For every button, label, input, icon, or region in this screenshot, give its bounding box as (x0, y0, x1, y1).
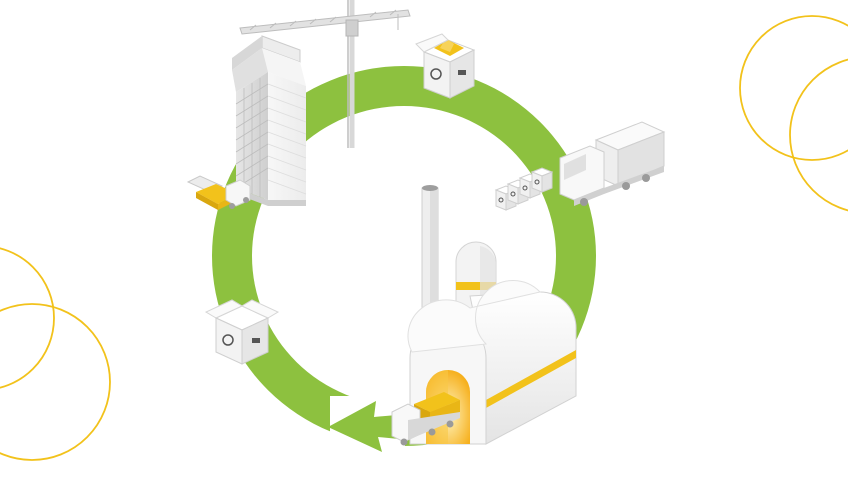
cycle-arrow (212, 66, 596, 452)
recycling-box-icon (204, 299, 280, 365)
tower-window-grid (235, 78, 307, 197)
truck-icon (391, 392, 460, 446)
loader-vehicle (186, 175, 251, 210)
recycling-box-icon (415, 33, 476, 99)
recycling-box-row (494, 167, 554, 211)
truck-icon (559, 121, 666, 206)
construction-crane-icon (239, 0, 411, 148)
office-tower (232, 35, 307, 206)
decorative-rings-left (0, 247, 111, 461)
decorative-rings-right (739, 15, 848, 212)
